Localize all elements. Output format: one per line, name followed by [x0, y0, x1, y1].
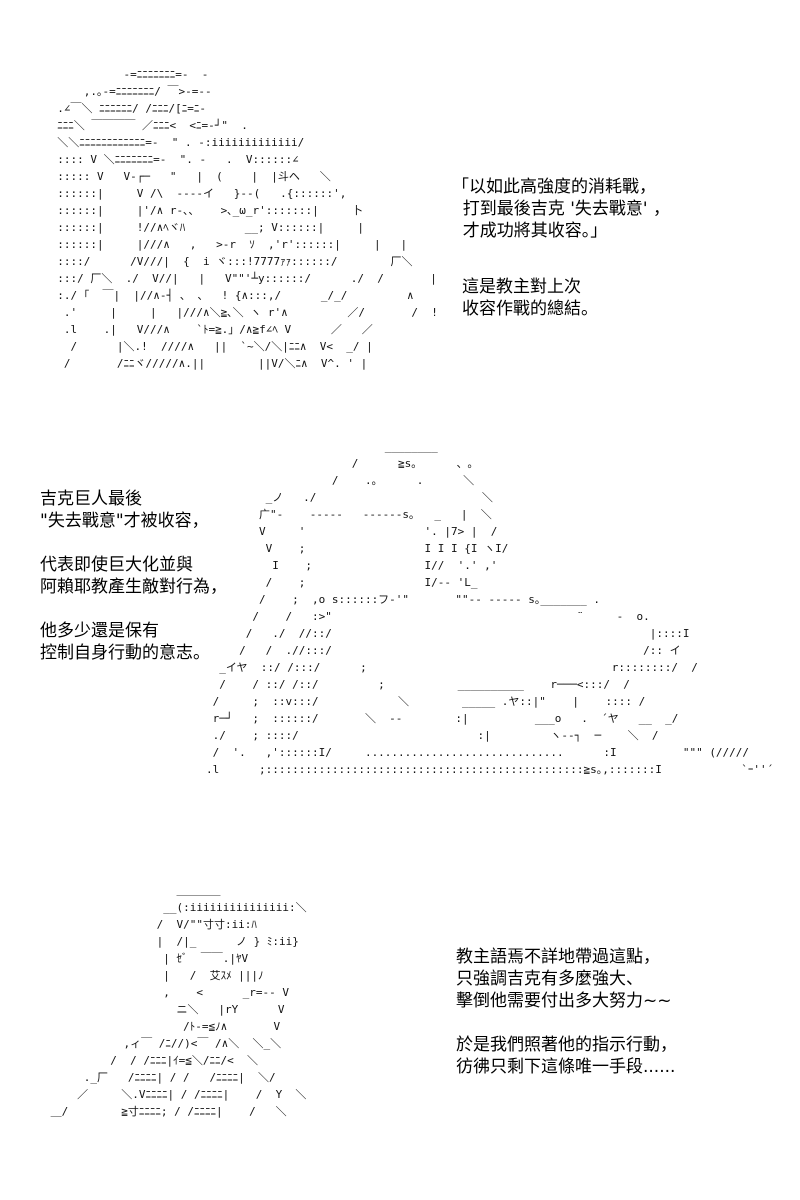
character-ascii-art-seated-figure: ________ / ≧s｡ 、｡ / .｡ . ＼ _ノ ./ ＼ 广"- -…	[206, 440, 774, 776]
character-ascii-art-helmeted: -=ﾆﾆﾆﾆﾆﾆﾆ=- - ,.｡-=ﾆﾆﾆﾆﾆﾆﾆ/ ￣>-=-- .∠￣＼ …	[57, 68, 438, 370]
summary-caption: 這是教主對上次 收容作戰的總結。	[462, 277, 598, 319]
panel-2: ________ / ≧s｡ 、｡ / .｡ . ＼ _ノ ./ ＼ 广"- -…	[0, 420, 800, 860]
quote-caption: 「以如此高強度的消耗戰， 打到最後吉克 '失去戰意' ， 才成功將其收容。」	[452, 177, 670, 241]
panel-1: -=ﾆﾆﾆﾆﾆﾆﾆ=- - ,.｡-=ﾆﾆﾆﾆﾆﾆﾆ/ ￣>-=-- .∠￣＼ …	[0, 0, 800, 420]
character-ascii-art-bust: ＿＿＿＿ __(:iiiiiiiiiiiiiii:＼ / V/""寸寸:ii:ﾊ…	[50, 884, 307, 1118]
closing-caption: 教主語焉不詳地帶過這點， 只強調吉克有多麼強大、 擊倒他需要付出多大努力~~ 於…	[456, 947, 677, 1077]
narration-caption: 吉克巨人最後 "失去戰意"才被收容， 代表即使巨大化並與 阿賴耶教產生敵對行為，…	[40, 489, 227, 663]
panel-3: ＿＿＿＿ __(:iiiiiiiiiiiiiii:＼ / V/""寸寸:ii:ﾊ…	[0, 860, 800, 1200]
